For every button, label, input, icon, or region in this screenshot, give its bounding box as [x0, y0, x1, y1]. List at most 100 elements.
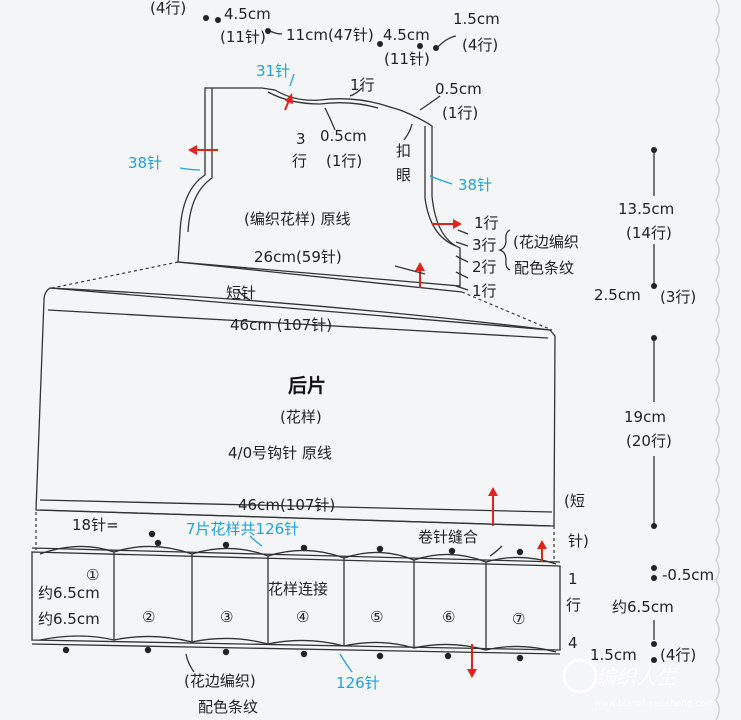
pointer-line: [419, 95, 441, 111]
pointer-line-cyan: [289, 73, 295, 87]
marker-dot: [417, 43, 423, 49]
label-width-46b: 46cm(107针): [238, 496, 335, 514]
motif-number-6: ⑥: [442, 608, 455, 626]
label-1-row: 1行: [350, 76, 375, 94]
label-38-stitches-right: 38针: [458, 176, 492, 194]
strip-dot: [300, 650, 308, 658]
label-31-stitches: 31针: [256, 62, 290, 80]
strip-dot: [444, 652, 452, 660]
pointer-line: [349, 87, 363, 97]
watermark: 编织人生 www.bianzhirensheng.com: [562, 658, 715, 709]
dim-3-rows: (3行): [660, 288, 696, 306]
marker-dot: [203, 15, 209, 21]
back-width-line: [47, 309, 549, 339]
label-three: 3: [296, 130, 306, 148]
strip-dot: [222, 541, 230, 549]
dim-13-5cm: 13.5cm: [618, 200, 674, 218]
bodice-inner-left: [187, 88, 213, 233]
strip-dot: [144, 646, 152, 654]
label-05cm-a: 0.5cm: [435, 80, 482, 98]
back-width-line-bottom: [39, 499, 553, 513]
back-outline: [35, 287, 556, 527]
strip-dot: [222, 648, 230, 656]
label-edge-3: 3行: [472, 236, 497, 254]
dim-4: 4: [568, 634, 578, 652]
strip-dashed-sides: [35, 512, 555, 560]
pointer-line: [269, 30, 283, 35]
top-label-4: 11cm(47针): [286, 26, 374, 44]
label-126-stitches: 126针: [336, 674, 380, 692]
label-18-stitches: 18针=: [72, 516, 119, 534]
top-label-2: 4.5cm: [224, 5, 271, 23]
dim-2-5cm: 2.5cm: [594, 286, 641, 304]
label-whipstitch: 卷针缝合: [418, 528, 478, 546]
label-approx-65-b: 约6.5cm: [38, 610, 100, 628]
red-arrow-head: [188, 145, 197, 155]
label-approx-65-a: 约6.5cm: [38, 584, 100, 602]
label-05cm-b: 0.5cm: [320, 127, 367, 145]
red-arrow-head: [453, 219, 462, 229]
dim-approx-6-5cm: 约6.5cm: [612, 598, 674, 616]
pointer-line: [324, 107, 336, 131]
label-edge-2: 2行: [472, 258, 497, 276]
strip-dot: [376, 652, 384, 660]
pointer-line: [436, 35, 457, 49]
dim-4-rows: (4行): [660, 646, 696, 664]
pointer-line-cyan: [429, 175, 453, 185]
label-hook-size: 4/0号钩针 原线: [228, 444, 332, 462]
bodice-inner-right: [424, 126, 457, 247]
strip-dot: [148, 530, 156, 538]
watermark-url: www.bianzhirensheng.com: [594, 699, 715, 709]
label-pattern: (编织花样) 原线: [244, 210, 350, 228]
watermark-logo-icon: [562, 658, 598, 694]
strip-dot: [376, 545, 384, 553]
pointer-line-cyan: [179, 167, 201, 171]
label-1-row-b: (1行): [442, 104, 478, 122]
label-1-row-c: (1行): [326, 152, 362, 170]
strip-dot: [62, 646, 70, 654]
strip-scallops-bottom: [39, 635, 557, 653]
label-7-motifs: 7片花样共126针: [186, 520, 299, 538]
marker-dot: [265, 28, 271, 34]
marker-dot: [377, 41, 383, 47]
label-color-stripes: 配色条纹: [514, 259, 574, 277]
label-edge-1b: 1行: [472, 282, 497, 300]
dim-dot: [651, 147, 657, 153]
pointer-line-cyan: [339, 653, 353, 673]
strip-dot: [300, 544, 308, 552]
dim-dot: [651, 641, 657, 647]
connector-dashed: [461, 291, 553, 331]
label-motif-join: 花样连接: [268, 580, 328, 598]
watermark-brand: 编织人生: [596, 665, 678, 689]
neck-inner: [267, 91, 379, 109]
red-arrow-head: [488, 487, 498, 496]
pointer-line: [489, 545, 503, 557]
back-inner-bottom: [39, 509, 551, 527]
dim-dot: [651, 283, 657, 289]
strip-dividers: [113, 552, 487, 650]
label-edge-1: 1行: [474, 214, 499, 232]
strip-outline: [31, 551, 561, 651]
label-single-crochet: 短针: [226, 284, 256, 302]
dim-dot: [651, 565, 657, 571]
label-38-stitches-left: 38针: [128, 154, 162, 172]
pointer-line: [394, 265, 426, 275]
top-label-8: (4行): [462, 36, 498, 54]
dim-row: 行: [566, 596, 581, 614]
dim-1: 1: [568, 570, 578, 588]
pointer-line-cyan: [249, 535, 263, 547]
label-buttonhole-2: 眼: [396, 166, 411, 184]
motif-number-7: ⑦: [512, 610, 525, 628]
pointer-line: [403, 123, 413, 141]
bodice-piece: 31针 1行 0.5cm (1行) 3 行 0.5cm (1行) 扣 眼 38针…: [128, 62, 579, 300]
bodice-bottom-double: [177, 261, 463, 293]
strip-dot: [448, 547, 456, 555]
right-dimensions: 13.5cm (14行) 2.5cm (3行) 19cm (20行) -0.5c…: [566, 147, 714, 664]
label-sc-right-2: 针): [568, 532, 589, 550]
label-lace-edging: (花边编织: [513, 233, 579, 251]
dim-dot: [651, 657, 657, 663]
label-width-46: 46cm (107针): [230, 316, 332, 334]
edge-ticks: [455, 229, 469, 291]
motif-number-1: ①: [86, 566, 99, 584]
